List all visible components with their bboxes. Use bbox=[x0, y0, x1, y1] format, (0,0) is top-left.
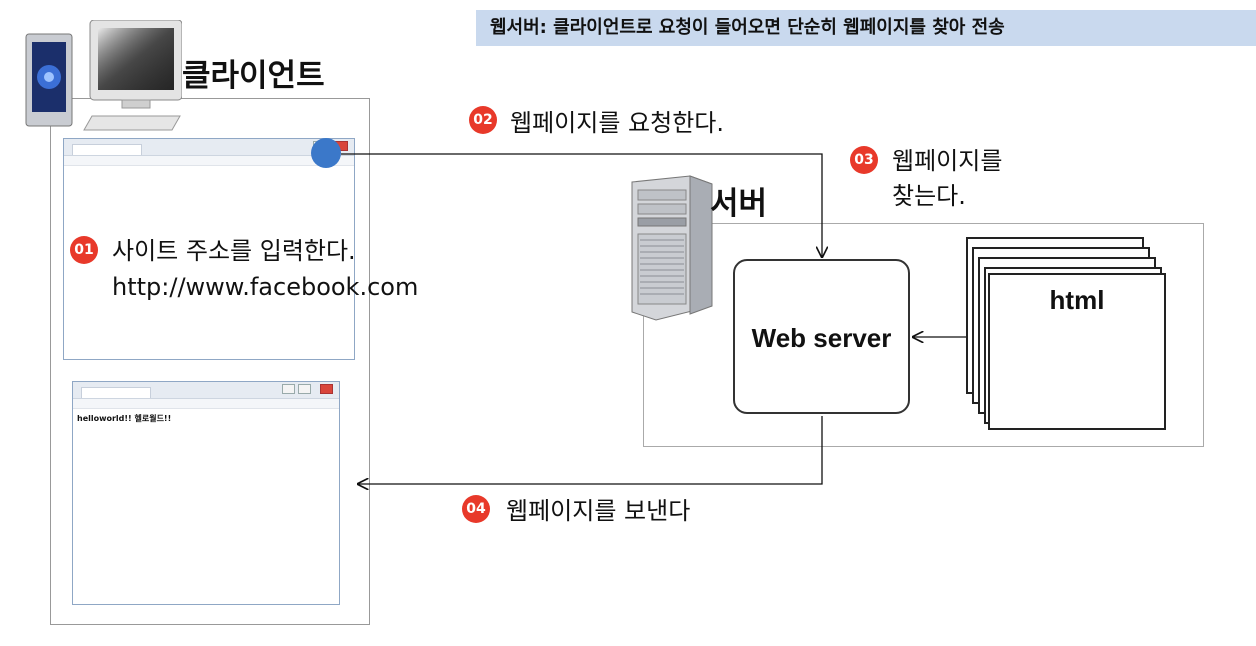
response-arrow bbox=[358, 416, 823, 484]
server-title: 서버 bbox=[710, 186, 768, 222]
server-container bbox=[643, 223, 1204, 447]
client-container bbox=[50, 98, 370, 625]
step-03-text-line1: 웹페이지를 bbox=[892, 147, 1003, 175]
browser-window-response: helloworld!! 헬로월드!! bbox=[72, 381, 340, 605]
server-tower-icon bbox=[631, 175, 713, 321]
html-page-front: html bbox=[988, 273, 1166, 430]
web-server-box: Web server bbox=[733, 259, 910, 414]
step-03-badge: 03 bbox=[850, 146, 878, 174]
html-label: html bbox=[1049, 285, 1105, 315]
step-02-text: 웹페이지를 요청한다. bbox=[510, 109, 724, 137]
client-title: 클라이언트 bbox=[182, 58, 325, 94]
step-01-badge: 01 bbox=[70, 236, 98, 264]
browser-content-text: helloworld!! 헬로월드!! bbox=[77, 414, 172, 423]
header-banner: 웹서버: 클라이언트로 요청이 들어오면 단순히 웹페이지를 찾아 전송 bbox=[476, 10, 1256, 46]
step-03-text-line2: 찾는다. bbox=[892, 182, 966, 210]
step-02-badge: 02 bbox=[469, 106, 497, 134]
web-server-label: Web server bbox=[751, 323, 892, 353]
step-04-badge: 04 bbox=[462, 495, 490, 523]
step-01-text: 사이트 주소를 입력한다. bbox=[112, 237, 356, 265]
request-arrow bbox=[341, 153, 822, 257]
step-01-url: http://www.facebook.com bbox=[112, 273, 419, 301]
click-indicator-dot bbox=[311, 138, 341, 168]
client-computer-icon bbox=[25, 20, 182, 131]
step-04-text: 웹페이지를 보낸다 bbox=[506, 497, 691, 525]
